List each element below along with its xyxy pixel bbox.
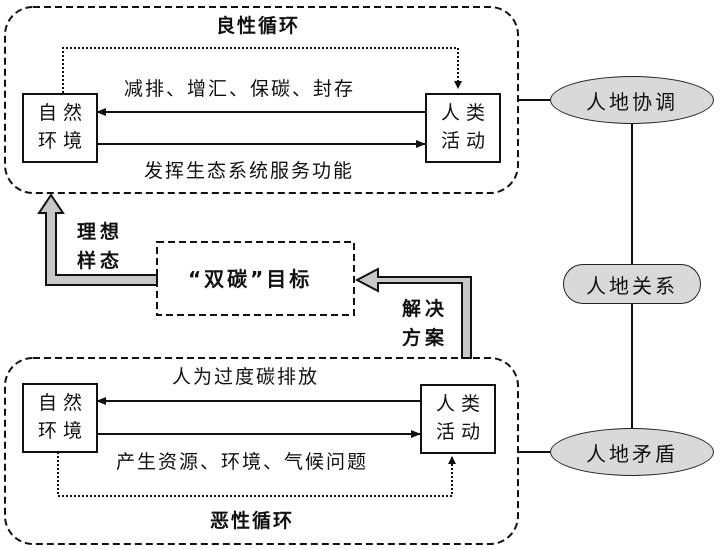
dual-carbon-goal: “双碳”目标 xyxy=(188,267,313,291)
solution-label: 解决 方案 xyxy=(402,295,448,354)
human-box-line2: 活动 xyxy=(435,421,486,443)
nature-box-line1: 自然 xyxy=(37,392,88,415)
human-land-harmony-node: 人地协调 xyxy=(550,76,714,124)
human-activity-box-top: 人类 活动 xyxy=(425,93,501,163)
human-land-conflict-node: 人地矛盾 xyxy=(550,428,714,476)
vicious-to-human-label: 产生资源、环境、气候问题 xyxy=(116,451,369,473)
human-box-line1: 人类 xyxy=(435,393,486,416)
ideal-state-arrow xyxy=(37,193,158,286)
solution-line1: 解决 xyxy=(402,298,449,320)
vicious-to-nature-label: 人为过度碳排放 xyxy=(172,366,320,388)
nature-environment-box-bottom: 自然 环境 xyxy=(22,383,98,453)
human-box-line2: 活动 xyxy=(440,130,491,152)
nature-box-line2: 环境 xyxy=(37,130,88,152)
ideal-state-label: 理想 样态 xyxy=(77,218,123,277)
virtuous-to-nature-label: 减排、增汇、保碳、封存 xyxy=(124,78,356,100)
human-activity-box-bottom: 人类 活动 xyxy=(420,384,496,454)
goal-frame xyxy=(156,241,355,316)
human-box-line1: 人类 xyxy=(440,102,491,125)
solution-line2: 方案 xyxy=(402,327,449,350)
virtuous-to-human-label: 发挥生态系统服务功能 xyxy=(144,160,355,182)
virtuous-cycle-title: 良性循环 xyxy=(216,15,301,37)
nature-environment-box-top: 自然 环境 xyxy=(22,93,98,163)
ideal-state-line2: 样态 xyxy=(77,250,124,273)
dotted-feedback-bottom xyxy=(57,452,456,497)
ideal-state-line1: 理想 xyxy=(77,221,124,243)
human-land-relation-node: 人地关系 xyxy=(563,264,701,304)
solution-arrow xyxy=(354,267,472,359)
vicious-cycle-title: 恶性循环 xyxy=(210,510,295,532)
nature-box-line1: 自然 xyxy=(37,102,88,125)
dotted-feedback-top xyxy=(62,47,462,93)
nature-box-line2: 环境 xyxy=(37,420,88,442)
